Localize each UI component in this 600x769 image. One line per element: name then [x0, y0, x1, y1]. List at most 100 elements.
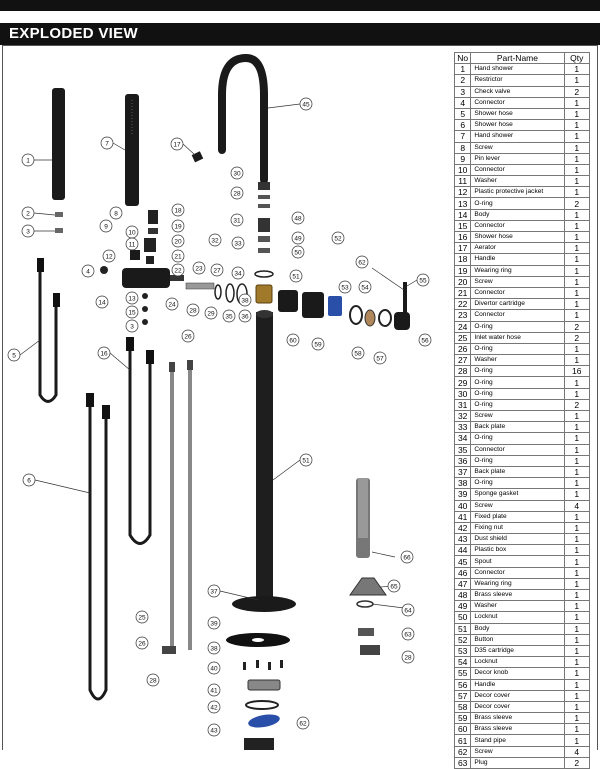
callout-number: 6	[27, 477, 31, 484]
callout-number: 35	[225, 313, 233, 320]
part-number: 29	[453, 376, 472, 389]
part-qty: 1	[563, 644, 591, 658]
part-qty: 2	[563, 85, 591, 98]
part-name: O-ring	[470, 398, 565, 412]
part-number: 7	[453, 130, 472, 143]
callout-57	[373, 351, 387, 365]
hand-shower-1	[52, 88, 65, 200]
callout-31	[230, 213, 244, 227]
callout-62	[355, 255, 369, 269]
callout-3a	[21, 224, 35, 238]
callout-number: 22	[174, 267, 182, 274]
part-name: Aerator	[470, 242, 565, 255]
callout-number: 57	[376, 355, 384, 362]
callout-number: 25	[138, 614, 146, 621]
part-number: 41	[453, 510, 472, 523]
part-number: 16	[453, 230, 472, 244]
part-number: 21	[453, 286, 472, 300]
callout-number: 40	[210, 665, 218, 672]
part-number: 33	[453, 421, 472, 434]
callout-50	[291, 245, 305, 259]
part-number: 25	[453, 331, 472, 344]
callout-5	[7, 348, 21, 362]
part-number: 46	[453, 566, 472, 579]
part-name: Plastic box	[470, 544, 565, 557]
callout-number: 45	[302, 101, 310, 108]
callout-number: 32	[211, 237, 219, 244]
callout-number: 59	[314, 341, 322, 348]
part-qty: 2	[563, 197, 591, 210]
part-qty: 16	[563, 365, 591, 378]
part-number: 63	[453, 756, 472, 769]
part-qty: 1	[563, 242, 591, 255]
callout-number: 28	[149, 677, 157, 684]
part-number: 23	[453, 309, 472, 322]
exploded-diagram: 1723561617455137666564632889101112414131…	[7, 53, 432, 750]
part-name: O-ring	[470, 454, 565, 467]
part-name: Back plate	[470, 421, 565, 434]
callout-21	[171, 249, 185, 263]
callout-number: 4	[86, 268, 90, 275]
part-qty: 1	[563, 152, 591, 165]
callout-number: 51	[302, 457, 310, 464]
part-name: Shower hose	[470, 107, 565, 121]
callout-number: 26	[138, 640, 146, 647]
part-qty: 1	[563, 443, 591, 456]
callout-number: 34	[234, 270, 242, 277]
part-qty: 1	[563, 298, 591, 311]
callout-52	[331, 231, 345, 245]
part-name: Dust shield	[470, 533, 565, 546]
callout-number: 5	[12, 352, 16, 359]
part-qty: 1	[563, 219, 591, 233]
part-number: 34	[453, 432, 472, 445]
part-name: Connector	[470, 566, 565, 579]
part-qty: 1	[563, 421, 591, 434]
part-number: 53	[453, 644, 472, 658]
part-number: 20	[453, 275, 472, 288]
callout-7	[100, 136, 114, 150]
callout-12	[102, 249, 116, 263]
callout-number: 29	[207, 310, 215, 317]
parts-table-header: No Part-Name Qty	[453, 51, 591, 65]
part-qty: 1	[563, 678, 591, 691]
part-name: Back plate	[470, 465, 565, 479]
part-name: Restrictor	[470, 74, 565, 87]
part-qty: 1	[563, 611, 591, 624]
callout-49	[291, 231, 305, 245]
callout-number: 43	[210, 727, 218, 734]
callout-65	[387, 579, 401, 593]
part-qty: 1	[563, 286, 591, 300]
callout-number: 62	[299, 720, 307, 727]
part-number: 28	[453, 365, 472, 378]
part-number: 40	[453, 499, 472, 512]
shower-hose-6	[88, 398, 108, 701]
callout-number: 50	[294, 249, 302, 256]
part-qty: 1	[563, 633, 591, 646]
page-frame	[2, 45, 598, 750]
part-name: Fixing nut	[470, 521, 565, 535]
callout-26b	[135, 636, 149, 650]
part-number: 19	[453, 264, 472, 277]
callout-number: 49	[294, 235, 302, 242]
part-name: Divertor cartridge	[470, 298, 565, 311]
part-name: Wearing ring	[470, 264, 565, 277]
part-name: Connector	[470, 286, 565, 300]
callout-number: 30	[233, 170, 241, 177]
part-qty: 1	[563, 186, 591, 199]
